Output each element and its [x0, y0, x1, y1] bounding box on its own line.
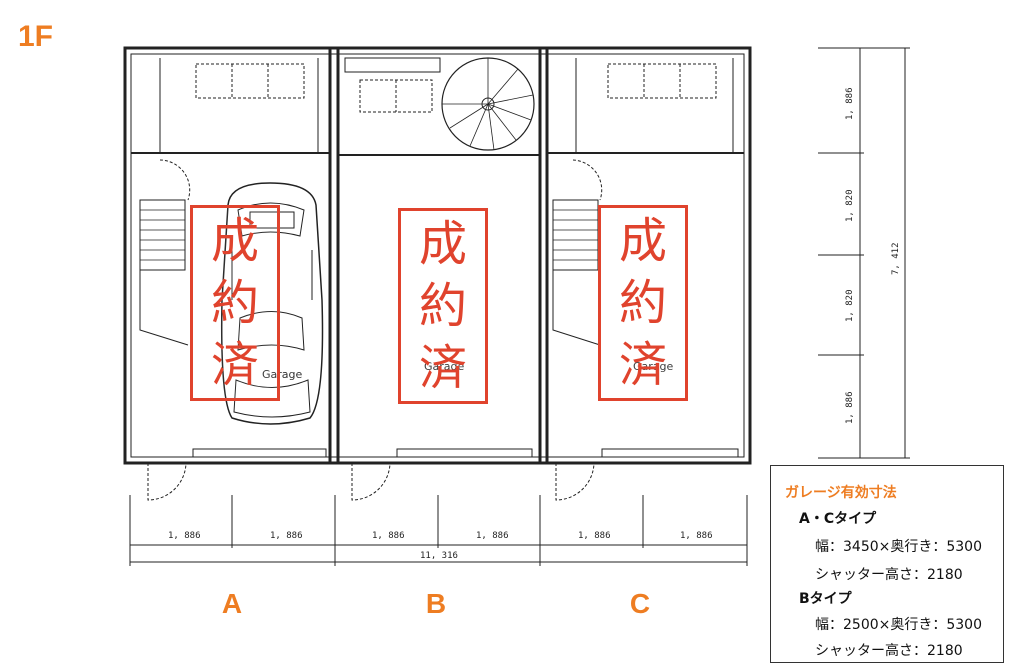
unit-label-b: B [425, 588, 447, 619]
legend-b-type: Bタイプ [799, 591, 852, 607]
sold-char-2: 約 [418, 278, 467, 334]
sold-char-1: 成 [210, 213, 259, 269]
sold-stamp-c: 成 約 済 [598, 205, 688, 401]
right-dimensions [818, 47, 910, 459]
bottom-dimensions [129, 495, 748, 566]
floor-label: 1F [18, 20, 54, 53]
sold-char-1: 成 [418, 216, 467, 272]
sold-char-2: 約 [618, 275, 667, 331]
dim-bottom-3: 1, 886 [372, 531, 405, 541]
garage-label-c: Garage [633, 360, 674, 373]
dim-right-4: 1, 886 [845, 391, 855, 424]
dim-right-2: 1, 820 [845, 189, 855, 222]
dim-bottom-1: 1, 886 [168, 531, 201, 541]
dim-right-1: 1, 886 [845, 87, 855, 120]
legend-b-size: 幅：2500×奥行き：5300 [815, 617, 982, 633]
dim-right-3: 1, 820 [845, 289, 855, 322]
sold-char-3: 済 [210, 337, 259, 393]
sold-stamp-a: 成 約 済 [190, 205, 280, 401]
building-walls [123, 46, 752, 501]
sold-char-1: 成 [618, 213, 667, 269]
car-icon [220, 182, 324, 425]
legend-ac-shutter: シャッター高さ：2180 [815, 567, 963, 583]
legend-b-shutter: シャッター高さ：2180 [815, 643, 963, 659]
legend-ac-type: A・Cタイプ [799, 511, 877, 527]
garage-dimensions-legend: ガレージ有効寸法 A・Cタイプ 幅：3450×奥行き：5300 シャッター高さ：… [770, 465, 1004, 663]
unit-label-a: A [221, 588, 243, 619]
sold-char-3: 済 [618, 337, 667, 393]
sold-char-2: 約 [210, 275, 259, 331]
dim-bottom-2: 1, 886 [270, 531, 303, 541]
dim-right-total: 7, 412 [891, 242, 901, 275]
legend-title: ガレージ有効寸法 [785, 485, 897, 501]
unit-label-c: C [629, 588, 651, 619]
dim-bottom-4: 1, 886 [476, 531, 509, 541]
dim-bottom-total: 11, 316 [420, 551, 458, 561]
garage-label-b: Garage [424, 360, 465, 373]
legend-ac-size: 幅：3450×奥行き：5300 [815, 539, 982, 555]
sold-stamp-b: 成 約 済 [398, 208, 488, 404]
dim-bottom-6: 1, 886 [680, 531, 713, 541]
dim-bottom-5: 1, 886 [578, 531, 611, 541]
garage-label-a: Garage [262, 368, 303, 381]
sold-char-3: 済 [418, 340, 467, 396]
